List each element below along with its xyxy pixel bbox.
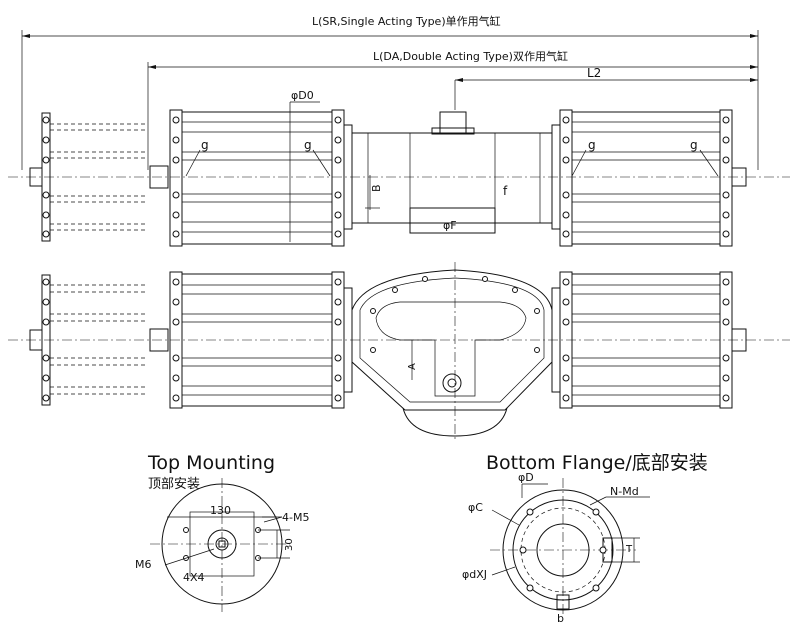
label-phi-d: φD (518, 471, 534, 484)
top-mounting-view (150, 478, 290, 612)
label-phi-d0: φD0 (291, 89, 314, 102)
label-b: B (370, 184, 383, 192)
label-phi-c: φC (468, 501, 483, 514)
label-g-2: g (304, 138, 312, 152)
label-l-da: L(DA,Double Acting Type)双作用气缸 (373, 49, 568, 63)
label-130: 130 (210, 504, 231, 517)
bottom-flange-title: Bottom Flange/底部安装 (486, 452, 708, 474)
label-n-md: N-Md (610, 485, 639, 498)
label-30: 30 (284, 538, 295, 551)
label-a: A (407, 363, 418, 370)
label-g-4: g (690, 138, 698, 152)
label-4x4: 4X4 (183, 571, 205, 584)
label-b-lower: b (557, 612, 564, 625)
label-phi-dxj: φdXJ (462, 568, 487, 581)
label-t: T (625, 544, 633, 555)
label-g-1: g (201, 138, 209, 152)
top-mounting-title: Top Mounting (147, 452, 275, 474)
label-4-m5: 4-M5 (282, 511, 309, 524)
label-m6: M6 (135, 558, 152, 571)
label-g-3: g (588, 138, 596, 152)
label-phi-f: φF (443, 219, 457, 232)
label-l2: L2 (587, 66, 601, 80)
top-mounting-subtitle: 顶部安装 (148, 477, 200, 492)
top-view (8, 30, 790, 247)
label-l-sr: L(SR,Single Acting Type)单作用气缸 (312, 14, 501, 28)
label-f: f (503, 184, 508, 198)
front-view (8, 262, 790, 440)
bottom-flange-view (490, 478, 650, 616)
